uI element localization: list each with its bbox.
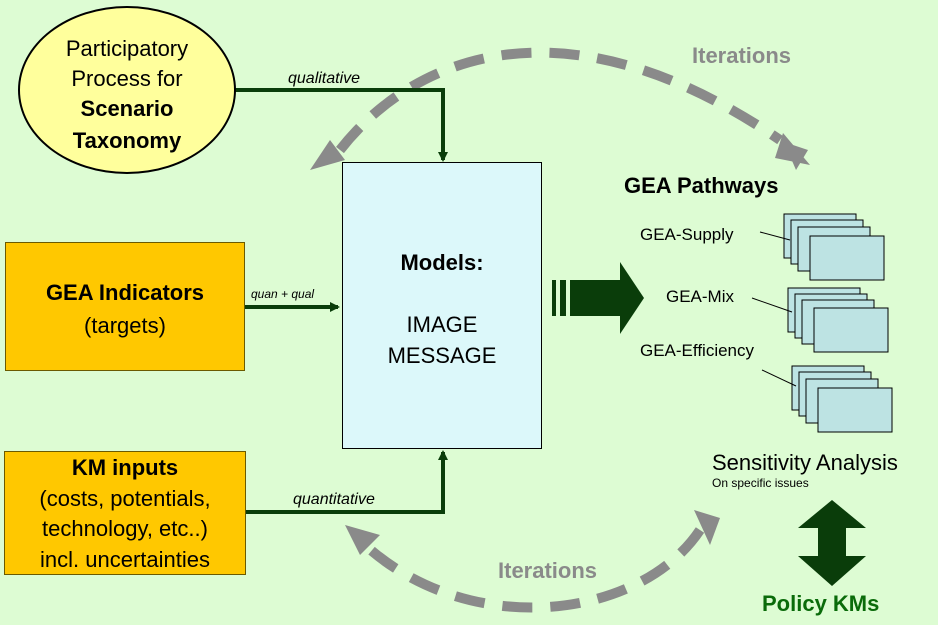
qualitative-label: qualitative <box>288 70 361 87</box>
models-title: Models: <box>400 250 484 275</box>
quantitative-flow-arrow <box>245 450 448 514</box>
participatory-line2: Process for <box>71 66 183 91</box>
models-box <box>342 162 542 449</box>
km-inputs-title: KM inputs <box>71 455 179 480</box>
sensitivity-sub: On specific issues <box>712 476 809 490</box>
participatory-line1: Participatory <box>65 36 189 61</box>
gea-efficiency-label: GEA-Efficiency <box>640 341 755 360</box>
iterations-top-label: Iterations <box>692 43 792 68</box>
iterations-top-arc <box>310 47 810 170</box>
iterations-bottom-arc <box>345 510 720 613</box>
gea-mix-label: GEA-Mix <box>666 287 734 306</box>
gea-indicators-title: GEA Indicators <box>45 280 205 305</box>
models-to-pathways-arrow <box>552 262 644 334</box>
supply-sheet-stack <box>759 213 885 281</box>
participatory-process-ellipse <box>18 6 236 174</box>
qualitative-flow-arrow <box>235 88 448 162</box>
gea-indicators-sub: (targets) <box>84 313 166 338</box>
models-line2: IMAGE <box>406 312 478 337</box>
km-inputs-line4: incl. uncertainties <box>40 547 210 572</box>
policy-kms-label: Policy KMs <box>762 591 880 616</box>
mix-sheet-stack <box>751 287 889 353</box>
efficiency-sheet-stack <box>761 365 893 433</box>
quan-qual-label: quan + qual <box>251 287 315 301</box>
gea-pathways-title: GEA Pathways <box>624 173 779 198</box>
models-line3: MESSAGE <box>387 343 497 368</box>
quantitative-label: quantitative <box>293 491 375 508</box>
participatory-line4: Taxonomy <box>72 128 182 153</box>
policy-double-arrow <box>798 500 866 586</box>
participatory-line3: Scenario <box>80 96 174 121</box>
km-inputs-box <box>4 451 246 575</box>
km-inputs-line3: technology, etc..) <box>42 516 208 541</box>
km-inputs-line2: (costs, potentials, <box>39 486 211 511</box>
iterations-bottom-label: Iterations <box>498 558 598 583</box>
gea-indicators-box <box>5 242 245 371</box>
sensitivity-title: Sensitivity Analysis <box>712 450 898 475</box>
gea-supply-label: GEA-Supply <box>640 225 734 244</box>
